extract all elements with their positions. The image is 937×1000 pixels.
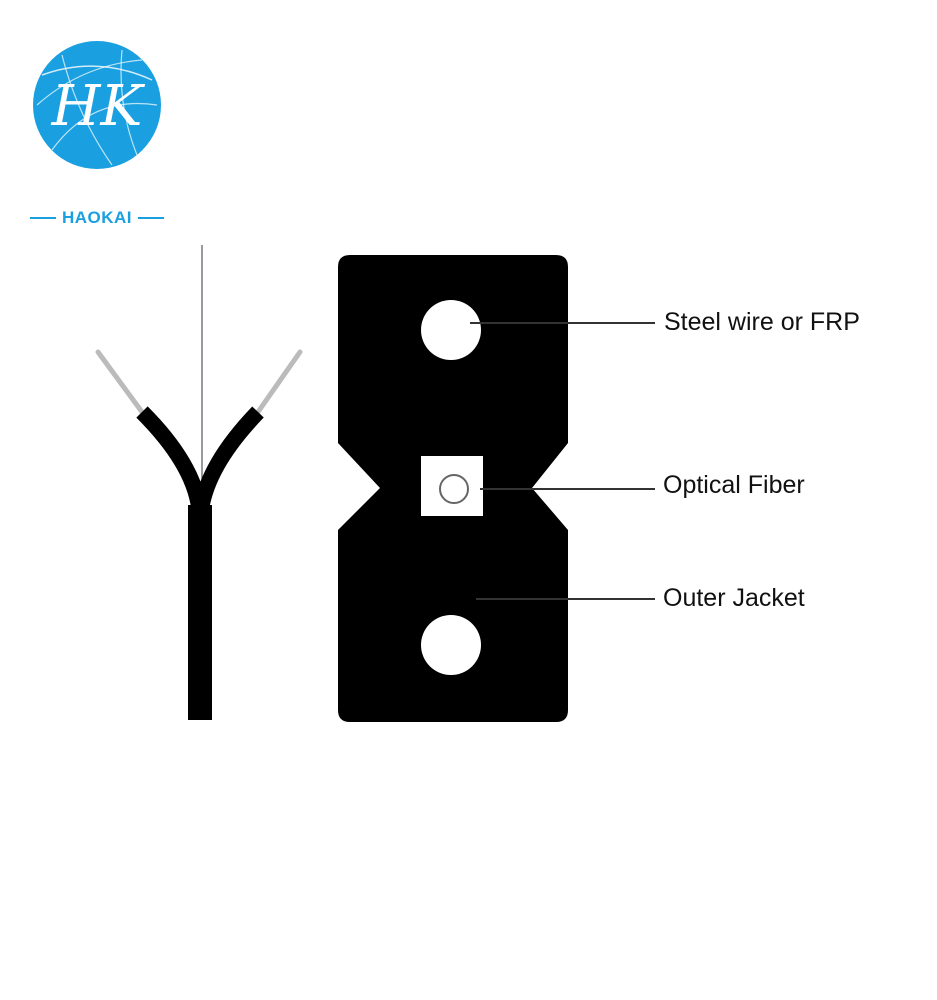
brand-name-row: HAOKAI bbox=[22, 206, 172, 230]
fiber-window bbox=[421, 456, 483, 516]
brand-line-right bbox=[138, 217, 165, 219]
bottom-steel-wire bbox=[421, 615, 481, 675]
haokai-logo: HK HAOKAI bbox=[22, 35, 172, 227]
logo-letters: HK bbox=[51, 74, 146, 139]
top-steel-wire bbox=[421, 300, 481, 360]
leader-lines bbox=[470, 322, 655, 600]
right-jacket-branch bbox=[192, 406, 264, 521]
optical-fiber-core bbox=[439, 474, 469, 504]
logo-circle-icon: HK bbox=[33, 41, 161, 169]
cable-cross-section bbox=[338, 255, 568, 722]
cable-side-view bbox=[95, 245, 303, 720]
brand-name: HAOKAI bbox=[61, 208, 133, 227]
brand-line-left bbox=[29, 217, 56, 219]
left-wire-end bbox=[95, 349, 145, 415]
label-optical-fiber: Optical Fiber bbox=[663, 471, 805, 499]
right-wire-end bbox=[255, 349, 303, 415]
label-steel-wire: Steel wire or FRP bbox=[664, 308, 860, 336]
left-jacket-branch bbox=[136, 406, 208, 521]
label-outer-jacket: Outer Jacket bbox=[663, 584, 805, 612]
